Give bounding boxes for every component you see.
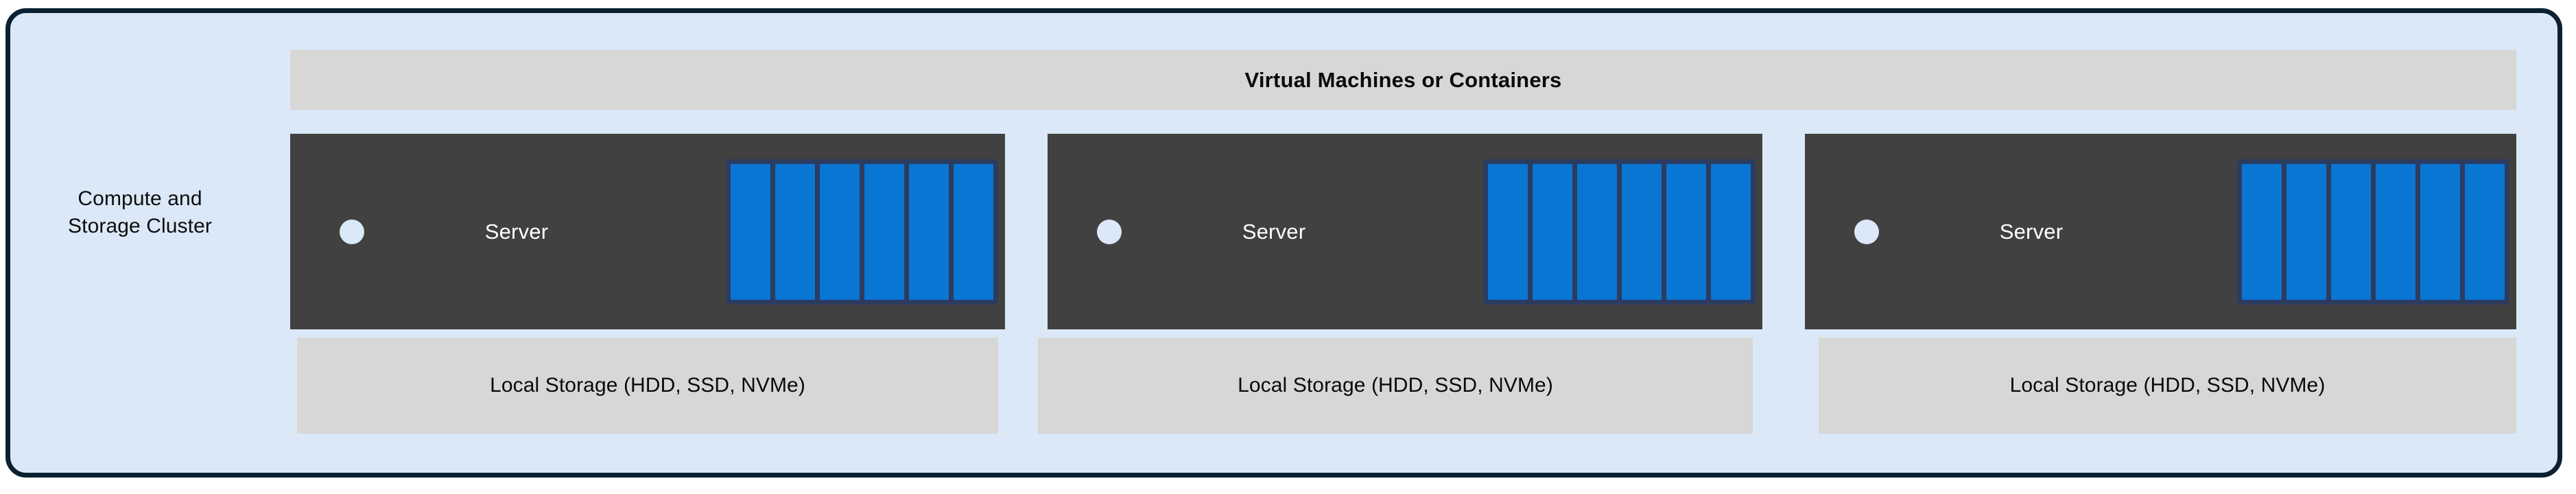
- disk-drive: [1666, 163, 1706, 300]
- disk-drive: [1488, 163, 1528, 300]
- disk-bay-group: [1483, 158, 1756, 305]
- local-storage-label: Local Storage (HDD, SSD, NVMe): [490, 374, 805, 397]
- virtual-machines-banner: Virtual Machines or Containers: [290, 50, 2516, 110]
- local-storage-label: Local Storage (HDD, SSD, NVMe): [2009, 374, 2326, 397]
- disk-drive: [909, 163, 949, 300]
- cluster-node: Server: [1805, 134, 2516, 329]
- status-indicator-icon: [1854, 219, 1879, 244]
- server-box[interactable]: Server: [1805, 134, 2516, 329]
- status-indicator-icon: [1097, 219, 1122, 244]
- disk-drive: [2376, 163, 2415, 300]
- disk-drive: [1577, 163, 1617, 300]
- local-storage-strip: Local Storage (HDD, SSD, NVMe): [1819, 338, 2516, 434]
- disk-bay-group: [2237, 158, 2509, 305]
- server-box[interactable]: Server: [290, 134, 1005, 329]
- disk-drive: [954, 163, 993, 300]
- disk-drive: [1533, 163, 1572, 300]
- disk-drive: [864, 163, 904, 300]
- disk-drive: [2331, 163, 2371, 300]
- disk-drive: [2287, 163, 2326, 300]
- cluster-label: Compute and Storage Cluster: [68, 187, 212, 237]
- status-indicator-icon: [340, 219, 364, 244]
- local-storage-label: Local Storage (HDD, SSD, NVMe): [1238, 374, 1553, 397]
- disk-drive: [1711, 163, 1751, 300]
- disk-drive: [2420, 163, 2460, 300]
- disk-drive: [820, 163, 860, 300]
- disk-drive: [2242, 163, 2282, 300]
- disk-drive: [1622, 163, 1662, 300]
- disk-drive: [2465, 163, 2505, 300]
- local-storage-strip: Local Storage (HDD, SSD, NVMe): [297, 338, 998, 434]
- disk-drive: [731, 163, 770, 300]
- cluster-node: Server: [290, 134, 1005, 329]
- virtual-machines-banner-label: Virtual Machines or Containers: [1244, 67, 1562, 92]
- server-label: Server: [484, 219, 549, 244]
- cluster-node: Server: [1048, 134, 1762, 329]
- server-label: Server: [1999, 219, 2064, 244]
- disk-drive: [775, 163, 815, 300]
- server-label: Server: [1242, 219, 1306, 244]
- server-box[interactable]: Server: [1048, 134, 1762, 329]
- disk-bay-group: [726, 158, 998, 305]
- local-storage-strip: Local Storage (HDD, SSD, NVMe): [1038, 338, 1753, 434]
